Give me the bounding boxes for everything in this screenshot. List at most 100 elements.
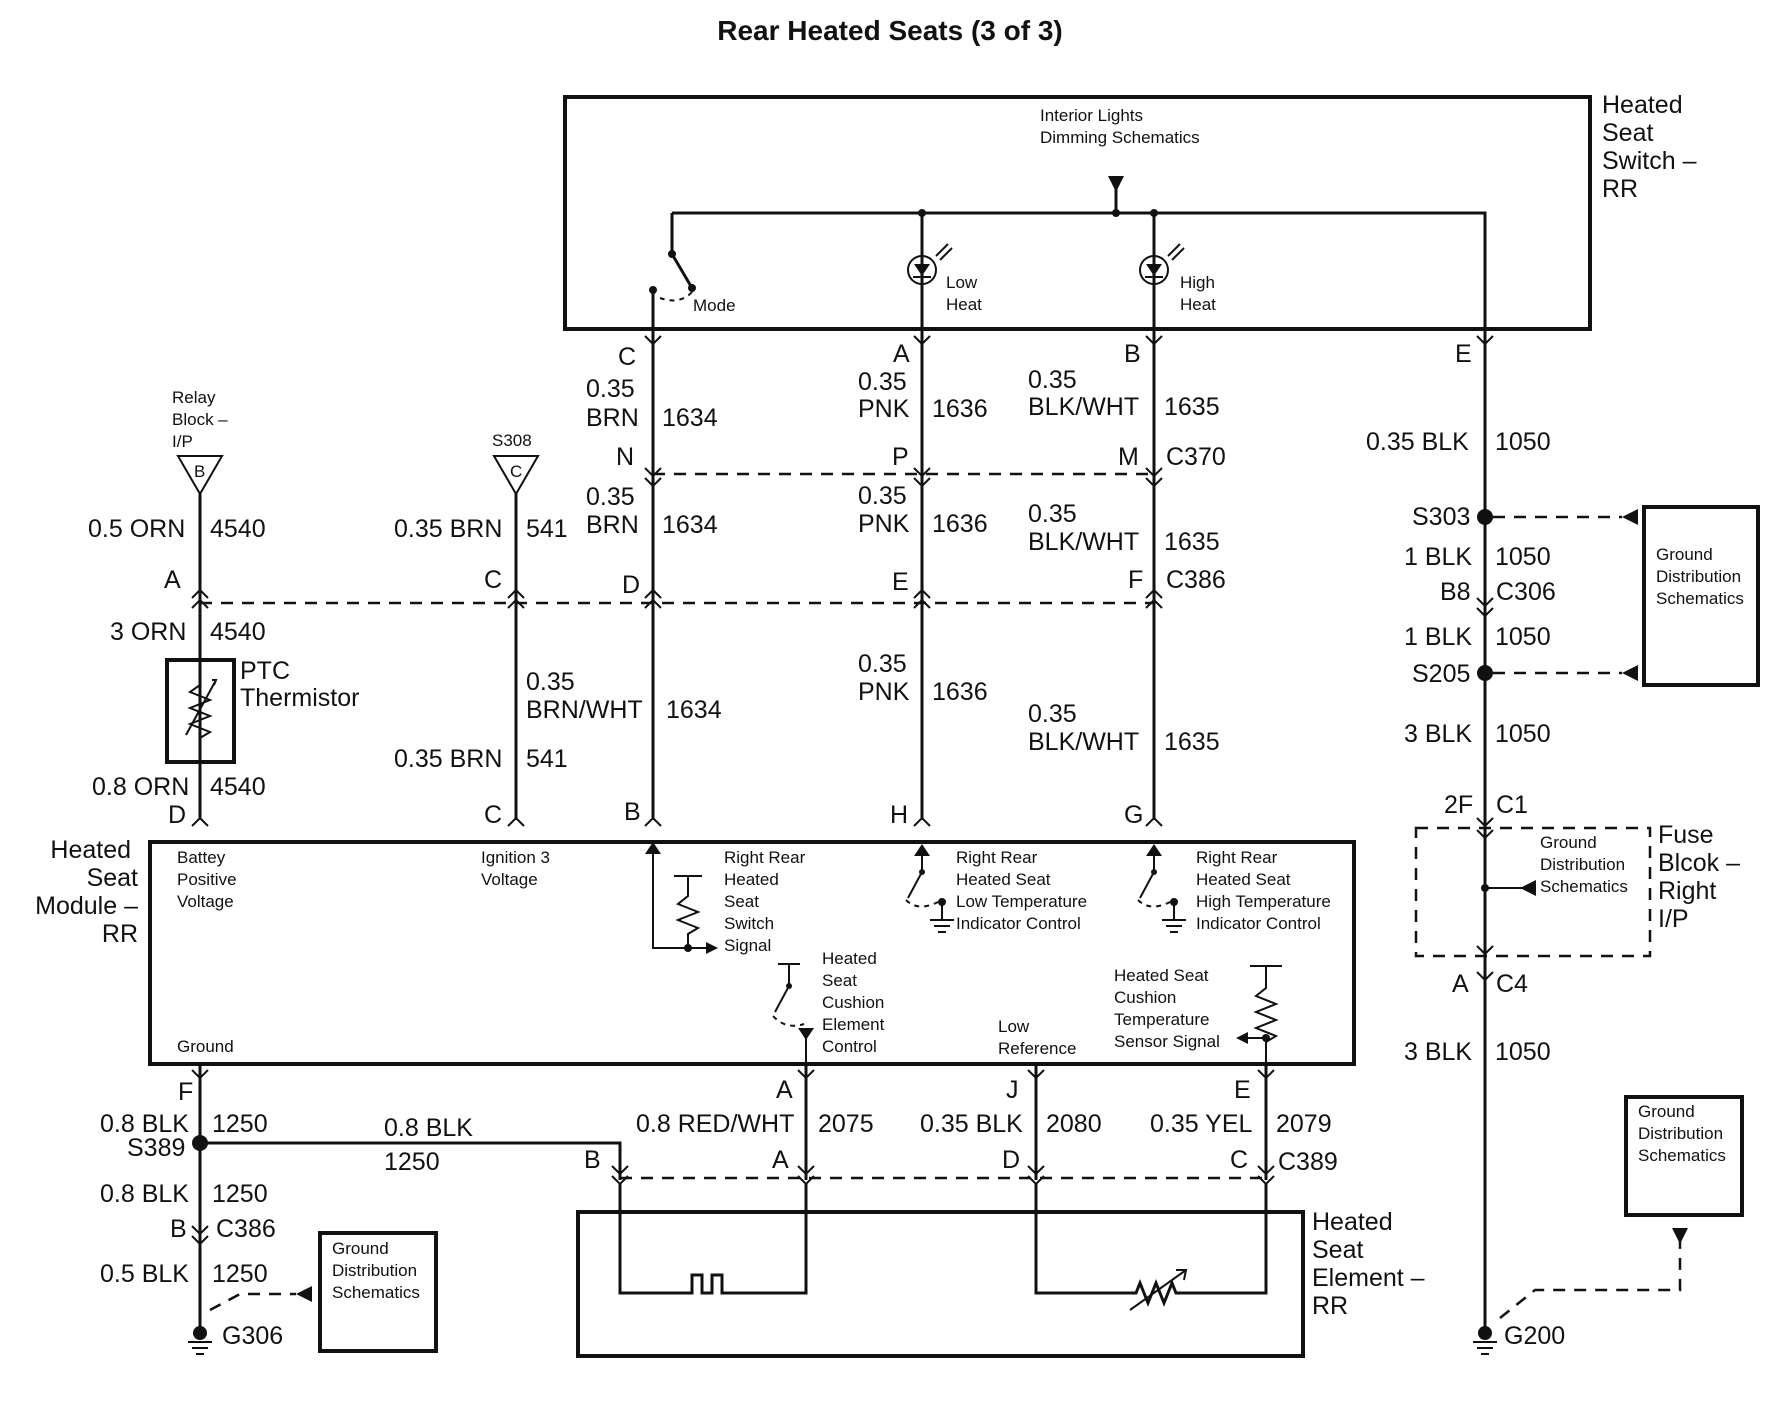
g200-dashed [1499,1234,1682,1319]
w4540-top-label: 0.5 ORN [88,515,185,543]
w1250-c-label: 0.5 BLK [100,1260,189,1288]
w541-low-label: 0.35 BRN [394,745,502,773]
relay-block-label-3: I/P [172,432,193,451]
cushion-element-switch [774,963,807,1064]
fuse-block-label-text: Fuse [1658,821,1714,849]
rr-low-temp-2: Heated Seat [956,870,1051,889]
rr-low-temp-4: Indicator Control [956,914,1081,933]
gds-g306-1: Ground [332,1239,389,1258]
module-label-text: Heated [50,836,131,864]
w1634-color-top: BRN [586,404,639,432]
pin-b-switch: B [1124,340,1141,368]
g200-ground-icon [1473,1341,1497,1355]
battery-label-1: Battey [177,848,226,867]
mode-switch-wire [651,213,694,330]
ptc-thermistor-icon [185,662,218,760]
s308-triangle [492,455,540,496]
s303-label: S303 [1412,503,1470,531]
rr-high-temp-2: Heated Seat [1196,870,1291,889]
fuse-block-label-text-line: Right [1658,877,1716,905]
el-pin-d: D [1002,1146,1020,1174]
c306-label: C306 [1496,578,1556,606]
w1050-top-circuit: 1050 [1495,428,1551,456]
cushion-element-1: Heated [822,949,877,968]
gds-right-2: Distribution [1656,567,1741,586]
s389-label: S389 [127,1134,185,1162]
w1250-horiz-circuit: 1250 [384,1148,440,1176]
gds-fuse-1: Ground [1540,833,1597,852]
g200-arrow [1672,1228,1688,1244]
w1635-circuit-low: 1635 [1164,728,1220,756]
low-heat-label-2: Heat [946,295,982,314]
w2075-label: 0.8 RED/WHT [636,1110,794,1138]
c386-chev-1635 [1145,588,1163,609]
low-ref-2: Reference [998,1039,1076,1058]
s205-label: S205 [1412,660,1470,688]
rr-switch-signal-2: Heated [724,870,779,889]
pin-f-module: F [178,1078,193,1106]
element-sensor-loop [1034,1184,1268,1308]
w1636-color-mid: PNK [858,510,910,538]
high-heat-led-icon [1139,255,1169,285]
mod-chev-c [507,816,525,827]
g306-dashed [209,1292,296,1312]
pin-e-c386: E [892,568,909,596]
cushion-element-5: Control [822,1037,877,1056]
mode-switch-contact [668,250,676,258]
heated-seat-element-box [576,1210,1305,1358]
c370-chevron-1635 [1145,467,1163,488]
switch-connector-a [913,335,931,346]
relay-block-pin: B [194,462,205,481]
switch-label-text-line: RR [1602,175,1638,203]
element-sensor-arrow [1129,1269,1188,1311]
w1634-color-mid: BRN [586,511,639,539]
w4540-low-circuit: 4540 [210,773,266,801]
battery-label-2: Positive [177,870,237,889]
c370-chevron-1636 [913,467,931,488]
c389-label: C389 [1278,1148,1338,1176]
mode-label: Mode [693,296,736,315]
pin-m: M [1118,443,1139,471]
pin-d-c386: D [622,571,640,599]
mod-chev-j [1027,1069,1045,1080]
c4-label: C4 [1496,970,1528,998]
w2075-circuit: 2075 [818,1110,874,1138]
pin-c-module: C [484,801,502,829]
mod-chev-e [1257,1069,1275,1080]
el-pin-a: A [772,1146,789,1174]
low-heat-led-arrow [914,264,930,276]
w1250-b-circuit: 1250 [212,1180,268,1208]
rr-high-temp-1: Right Rear [1196,848,1278,867]
s303-splice [1477,509,1493,525]
module-label-text-line: Module – [35,892,138,920]
pin-b-module: B [624,798,641,826]
c386-chev-1634 [644,588,662,609]
w1635-gauge-low: 0.35 [1028,700,1077,728]
gds-box-right [1642,505,1760,687]
switch-connector-e [1476,335,1494,346]
switch-connector-c [644,335,662,346]
mode-switch-contact-3 [649,286,657,294]
module-label-text-line: Seat [87,864,138,892]
w1635-circuit-mid: 1635 [1164,528,1220,556]
ptc-label: PTC [240,657,290,685]
g306-node [193,1326,207,1340]
s205-splice [1477,665,1493,681]
w1634-gauge-top: 0.35 [586,375,635,403]
pin-a-switch: A [893,340,910,368]
w4540-top-circuit: 4540 [210,515,266,543]
fuse-block-arrow [1520,880,1536,896]
w1636-gauge-low: 0.35 [858,650,907,678]
c1-label: C1 [1496,791,1528,819]
fuse-block-chev-bottom [1476,945,1494,956]
w4540-low-label: 0.8 ORN [92,773,189,801]
wire-1250-horiz [200,1141,622,1180]
g306-ground-icon [188,1341,212,1355]
w1050-1blk-a: 1 BLK [1404,543,1472,571]
element-label-text-line: RR [1312,1292,1348,1320]
w1250-a-circuit: 1250 [212,1110,268,1138]
w541-low-circuit: 541 [526,745,568,773]
cushion-sensor-2: Cushion [1114,988,1176,1007]
